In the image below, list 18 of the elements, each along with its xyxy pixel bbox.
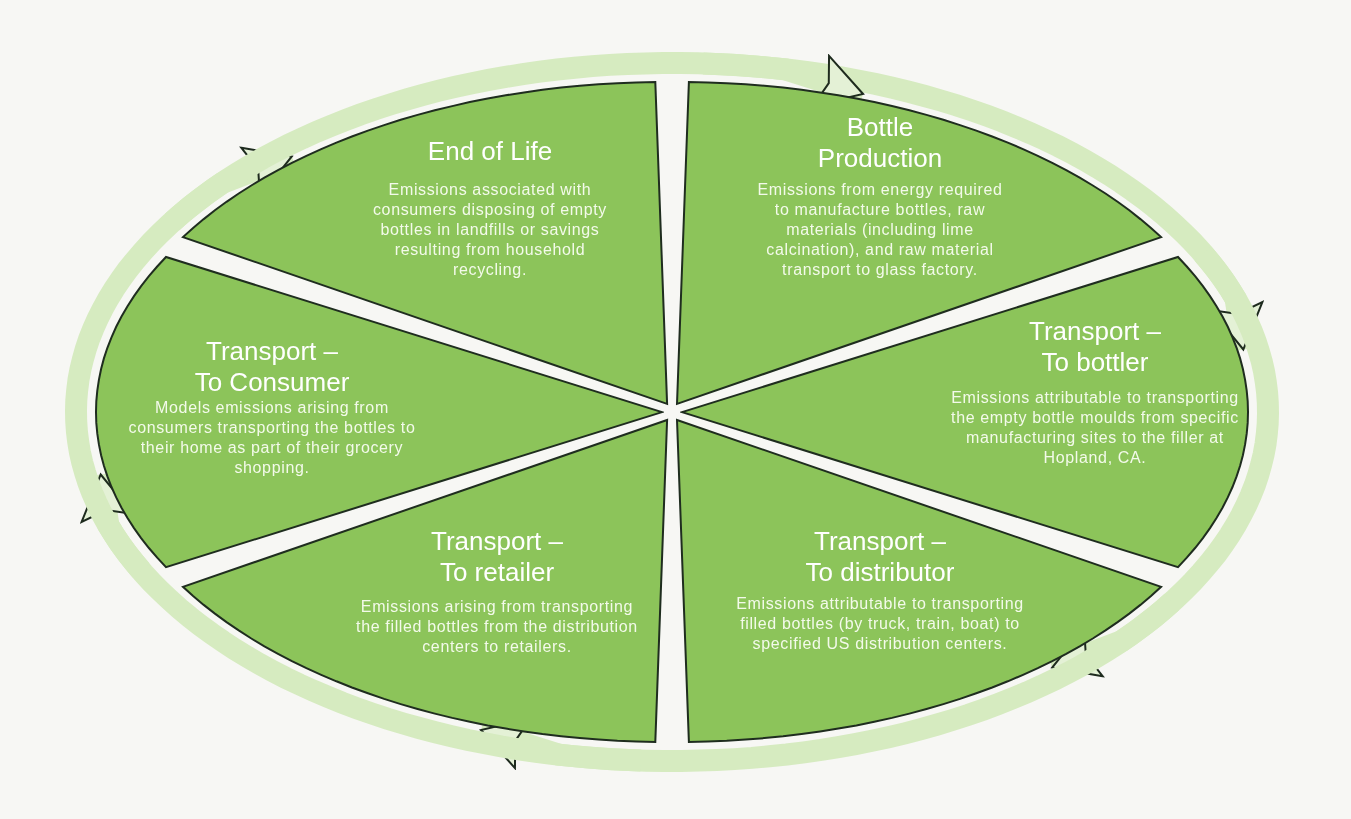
curved-arrow xyxy=(702,52,1264,352)
segment-description: Emissions from energy required to manufacture bottles, raw materials (including lime calcination), and raw material transport to glass factory. xyxy=(756,180,1004,280)
curved-arrow xyxy=(1048,246,1279,678)
segment-title: End of Life xyxy=(426,136,554,167)
segment-title: Transport – To Consumer xyxy=(193,336,351,398)
segment-title: Transport – To bottler xyxy=(1028,316,1162,378)
segment-description: Models emissions arising from consumers transporting the bottles to their home as part of their grocery shopping. xyxy=(127,398,417,478)
segment-description: Emissions attributable to transporting filled bottles (by truck, train, boat) to specified US distribution centers. xyxy=(735,594,1025,654)
segment-title: Transport – To distributor xyxy=(804,526,956,588)
segment-description: Emissions attributable to transporting the empty bottle moulds from specific manufacturing sites to the filler at Hopland, CA. xyxy=(950,388,1240,468)
curved-arrow xyxy=(164,52,867,231)
segment-description: Emissions associated with consumers disposing of empty bottles in landfills or savings resulting from household recycling. xyxy=(371,180,608,280)
curved-arrow xyxy=(65,146,296,578)
segment-title: Bottle Production xyxy=(816,112,944,174)
curved-arrow xyxy=(80,472,642,772)
segment-description: Emissions arising from transporting the filled bottles from the distribution centers to retailers. xyxy=(355,597,639,657)
segment-title: Transport – To retailer xyxy=(430,526,564,588)
curved-arrow xyxy=(477,593,1180,772)
